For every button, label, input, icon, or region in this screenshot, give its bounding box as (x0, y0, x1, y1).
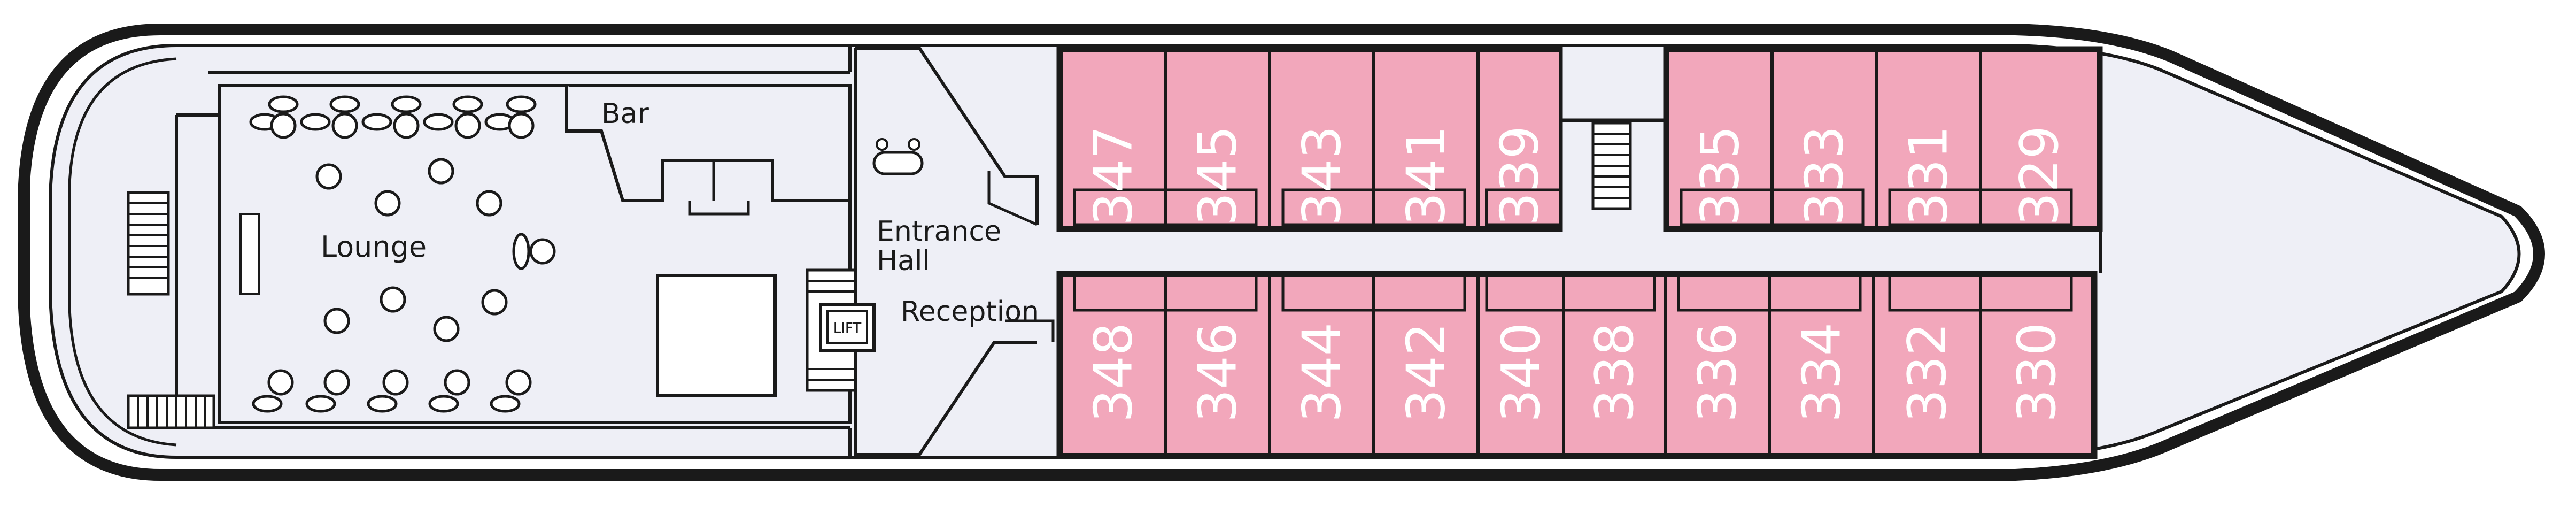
cabin-342: 342 (1372, 274, 1480, 456)
entrance-hall-label-line1: Entrance (877, 216, 1001, 248)
cabin-339: 339 (1476, 49, 1562, 229)
cabins-lower-row: 348 346 344 342 340 338 336 334 332 330 (1059, 274, 2094, 456)
cabin-329: 329 (1979, 49, 2100, 229)
lounge-label: Lounge (321, 230, 427, 264)
cabin-338: 338 (1562, 274, 1667, 456)
cabin-number: 343 (1292, 126, 1353, 226)
cabin-floor (1979, 274, 2094, 456)
cabin-bathroom (1372, 188, 1466, 226)
cabin-346: 346 (1164, 274, 1271, 456)
cabin-floor (1372, 49, 1480, 229)
cabin-bathroom (1485, 188, 1562, 226)
cabin-bathroom (1164, 188, 1258, 226)
cabin-number: 340 (1491, 322, 1552, 422)
lift-label: LIFT (833, 320, 862, 336)
cabin-structure (1056, 46, 2103, 459)
cabin-number: 331 (1899, 126, 1960, 226)
cabin-number: 345 (1188, 126, 1249, 226)
cabin-bathroom (1562, 274, 1656, 312)
cabin-floor (1872, 274, 1982, 456)
cabin-number: 341 (1396, 126, 1457, 226)
stairs-stern-lower (127, 394, 215, 429)
cabin-336: 336 (1664, 274, 1771, 456)
stairs-stern-upper (127, 191, 170, 296)
cabin-345: 345 (1164, 49, 1271, 229)
cabin-340: 340 (1476, 274, 1565, 456)
cabin-number: 330 (2007, 322, 2068, 422)
cabin-335: 335 (1666, 49, 1774, 229)
cabin-number: 335 (1690, 126, 1751, 226)
entrance-hall-label-line2: Hall (877, 245, 930, 277)
cabin-number: 334 (1792, 322, 1853, 422)
cabin-floor (1666, 49, 1774, 229)
cabin-floor (1664, 274, 1771, 456)
cabin-number: 338 (1584, 322, 1645, 422)
cabin-floor (1476, 49, 1562, 229)
lounge (218, 84, 852, 424)
cabin-number: 333 (1794, 126, 1855, 226)
cabin-bathroom (1768, 274, 1862, 312)
cabin-334: 334 (1768, 274, 1875, 456)
cabin-number: 339 (1490, 126, 1551, 226)
cabin-floor (1562, 274, 1667, 456)
cabin-number: 347 (1084, 126, 1144, 226)
stern-inner-line (68, 57, 177, 447)
cabin-number: 344 (1292, 322, 1353, 422)
cabin-floor (1268, 49, 1375, 229)
cabin-floor (1059, 49, 1167, 229)
cabin-floor (1476, 274, 1565, 456)
cabin-number: 332 (1897, 322, 1958, 422)
lounge-tables (249, 95, 556, 413)
cabin-floor (1268, 274, 1375, 456)
cabin-bathroom (1770, 188, 1865, 226)
cabin-331: 331 (1875, 49, 1982, 229)
cabin-bathroom (1979, 188, 2073, 226)
lift (806, 268, 876, 392)
cabin-bathroom (1164, 274, 1258, 312)
cabin-floor (1875, 49, 1982, 229)
cabin-number: 329 (2009, 126, 2070, 226)
cabin-343: 343 (1268, 49, 1375, 229)
cabin-330: 330 (1979, 274, 2094, 456)
reception-label: Reception (901, 296, 1039, 328)
cabin-332: 332 (1872, 274, 1982, 456)
cabin-348: 348 (1059, 274, 1167, 456)
stairs-mid (1591, 121, 1632, 210)
cabins-upper-row: 347 345 343 341 339 335 333 331 329 (1059, 49, 2100, 229)
cabin-333: 333 (1770, 49, 1878, 229)
cabin-347: 347 (1059, 49, 1167, 229)
bar-label: Bar (601, 98, 649, 130)
cabin-344: 344 (1268, 274, 1375, 456)
cabin-bathroom (1979, 274, 2073, 312)
cabin-number: 348 (1084, 322, 1144, 422)
cabin-bathroom (1372, 274, 1466, 312)
cabin-341: 341 (1372, 49, 1480, 229)
cabin-floor (1979, 49, 2100, 229)
cabin-number: 342 (1396, 322, 1457, 422)
entrance-hall (855, 47, 1055, 456)
cabin-number: 346 (1188, 322, 1249, 422)
cabin-number: 336 (1688, 322, 1749, 422)
